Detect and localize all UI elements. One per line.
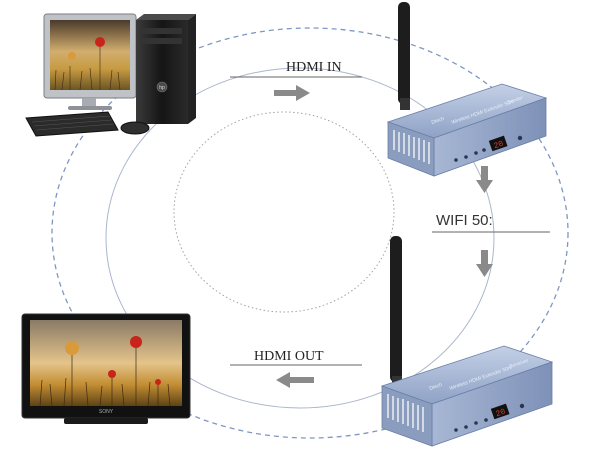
arrow-down-icon [476,250,493,277]
transmitter-led-value: 20 [493,139,505,151]
arrow-right-icon [274,85,310,101]
display-tv: SONY [21,313,191,424]
receiver-led-display [490,403,510,420]
hdmi-in-label: HDMI IN [286,60,342,75]
pc-monitor-screen [50,20,130,90]
transmitter-led-display [488,135,508,152]
outer-dashed-ring [51,27,569,439]
arrow-left-icon [276,372,314,388]
receiver-antenna [390,236,402,382]
receiver-led-value: 20 [495,407,507,419]
tv-brand: SONY [99,409,114,415]
transmitter-device: Dtech Wireless HDMI Extender 50m Sender … [386,2,548,177]
pc-tower [136,20,188,124]
hp-logo-icon [156,81,168,93]
transmitter-tag: Sender [507,95,525,106]
middle-ring [105,67,495,409]
transmitter-antenna [398,2,410,104]
wifi-label: WIFI 50: [436,212,493,229]
inner-dotted-ring [173,111,395,313]
transmitter-brand: Dtech [431,116,446,126]
hp-badge: hp [159,85,165,91]
tv-screen [30,320,182,406]
tv-stand [64,418,148,424]
receiver-side [381,385,433,447]
network-rings [51,27,569,439]
keyboard [25,111,119,137]
mouse [120,121,150,135]
receiver-device: Dtech Wireless HDMI Extender 50m Receive… [380,236,554,447]
arrow-down-icon [476,166,493,193]
source-pc: hp [25,13,196,137]
hdmi-out-label: HDMI OUT [254,349,324,364]
receiver-brand: Dtech [429,382,444,392]
